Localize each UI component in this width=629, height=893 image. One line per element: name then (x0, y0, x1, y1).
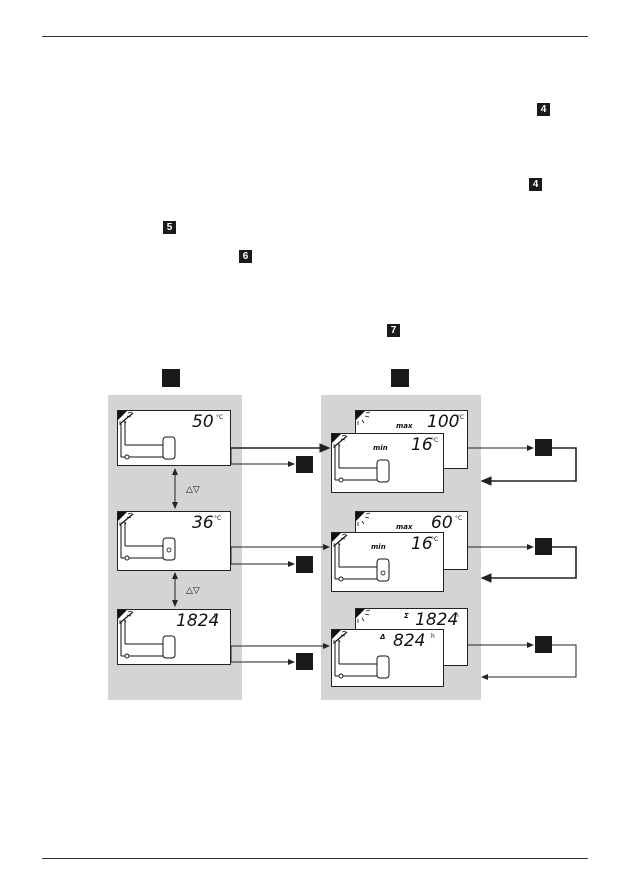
lcd-unit: h (431, 633, 435, 640)
lcd-label: min (371, 543, 386, 551)
key-box (535, 636, 552, 653)
reference-badge: 4 (529, 178, 542, 191)
lcd-value: 50 (192, 412, 214, 432)
lcd-label: max (396, 422, 413, 430)
lcd-unit: °C (455, 515, 463, 522)
lcd-unit: h (214, 613, 218, 620)
lcd-label: min (373, 444, 388, 452)
right-column-key-box (391, 369, 409, 387)
left-column-key-box (162, 369, 180, 387)
footer-rule (42, 858, 588, 859)
lcd-unit: h (455, 612, 459, 619)
up-down-icon: △▽ (186, 586, 200, 596)
lcd-label: max (396, 523, 413, 531)
lcd-unit: °C (431, 437, 439, 444)
lcd-value: 1824 (415, 610, 459, 630)
lcd-unit: °C (216, 414, 224, 421)
lcd-value: 16 (411, 534, 433, 554)
lcd-unit: °C (431, 536, 439, 543)
lcd-value: 60 (431, 513, 453, 533)
lcd-value: 36 (192, 513, 214, 533)
reference-badge: 7 (387, 324, 400, 337)
lcd-display-storage-temp: 36 °C (117, 511, 231, 571)
lcd-value: 824 (393, 631, 426, 651)
lcd-value: 1824 (176, 611, 220, 631)
collector-system-icon (331, 410, 390, 679)
lcd-unit: °C (457, 414, 465, 421)
up-down-icon: △▽ (186, 485, 200, 495)
reference-badge: 4 (537, 103, 550, 116)
key-box (296, 653, 313, 670)
reference-badge: 6 (239, 250, 252, 263)
header-rule (42, 36, 588, 37)
key-box (535, 439, 552, 456)
reference-badge: 5 (163, 221, 176, 234)
lcd-label: Σ (404, 612, 409, 620)
lcd-value: 16 (411, 435, 433, 455)
key-box (535, 538, 552, 555)
collector-system-icon (117, 410, 176, 659)
lcd-value: 100 (427, 412, 460, 432)
key-box (296, 556, 313, 573)
lcd-unit: °C (214, 515, 222, 522)
key-box (296, 456, 313, 473)
lcd-label: Δ (380, 633, 386, 641)
